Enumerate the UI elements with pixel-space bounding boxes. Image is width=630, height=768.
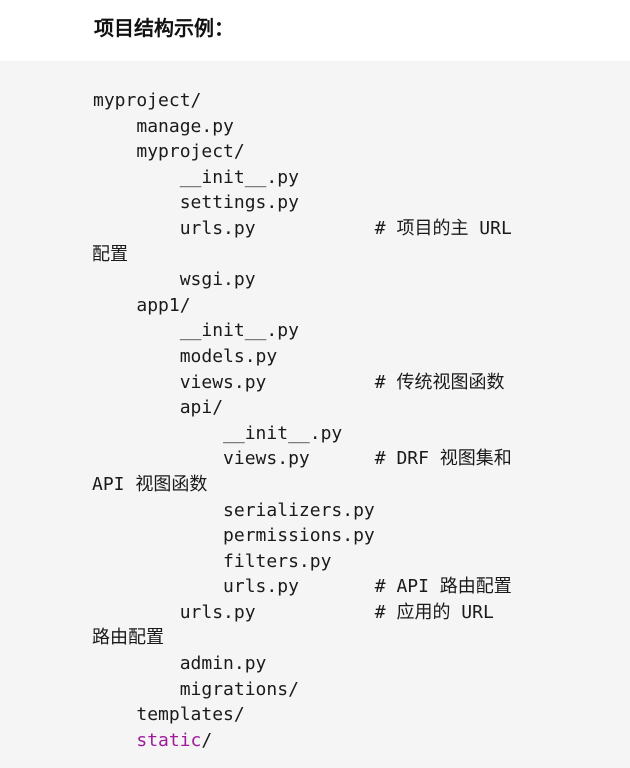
code-line: __init__.py xyxy=(93,422,343,444)
code-line: templates/ xyxy=(93,704,245,726)
code-line: serializers.py xyxy=(93,499,375,521)
code-line: urls.py # 项目的主 URL xyxy=(93,217,512,239)
code-line-wrapped: 路由配置 xyxy=(92,627,164,649)
code-line: permissions.py xyxy=(93,525,375,547)
code-line-last: static/ xyxy=(93,728,563,754)
code-line: myproject/ xyxy=(93,141,245,163)
code-line: __init__.py xyxy=(93,166,299,188)
code-line: urls.py # API 路由配置 xyxy=(93,576,512,598)
code-line: myproject/ xyxy=(93,90,202,111)
indent xyxy=(93,730,136,751)
code-line: models.py xyxy=(93,345,278,367)
code-line: urls.py # 应用的 URL xyxy=(93,601,494,623)
project-structure-code: myproject/ manage.py myproject/ __init__… xyxy=(92,88,563,754)
code-line: migrations/ xyxy=(93,678,299,700)
code-line: admin.py xyxy=(93,653,267,675)
static-keyword: static xyxy=(136,729,202,751)
code-line: manage.py xyxy=(93,115,234,137)
code-line-wrapped: 配置 xyxy=(92,243,128,265)
code-line: views.py # 传统视图函数 xyxy=(93,371,505,393)
code-line: __init__.py xyxy=(93,320,299,342)
code-line: settings.py xyxy=(93,192,299,214)
code-line-wrapped: API 视图函数 xyxy=(92,473,208,495)
section-heading: 项目结构示例： xyxy=(94,16,234,40)
code-line: views.py # DRF 视图集和 xyxy=(93,448,512,470)
path-suffix: / xyxy=(201,729,213,751)
code-line: api/ xyxy=(93,397,224,419)
code-line: wsgi.py xyxy=(93,269,256,291)
code-line: filters.py xyxy=(93,550,332,572)
code-line: app1/ xyxy=(93,294,191,316)
code-block: myproject/ manage.py myproject/ __init__… xyxy=(0,61,630,768)
